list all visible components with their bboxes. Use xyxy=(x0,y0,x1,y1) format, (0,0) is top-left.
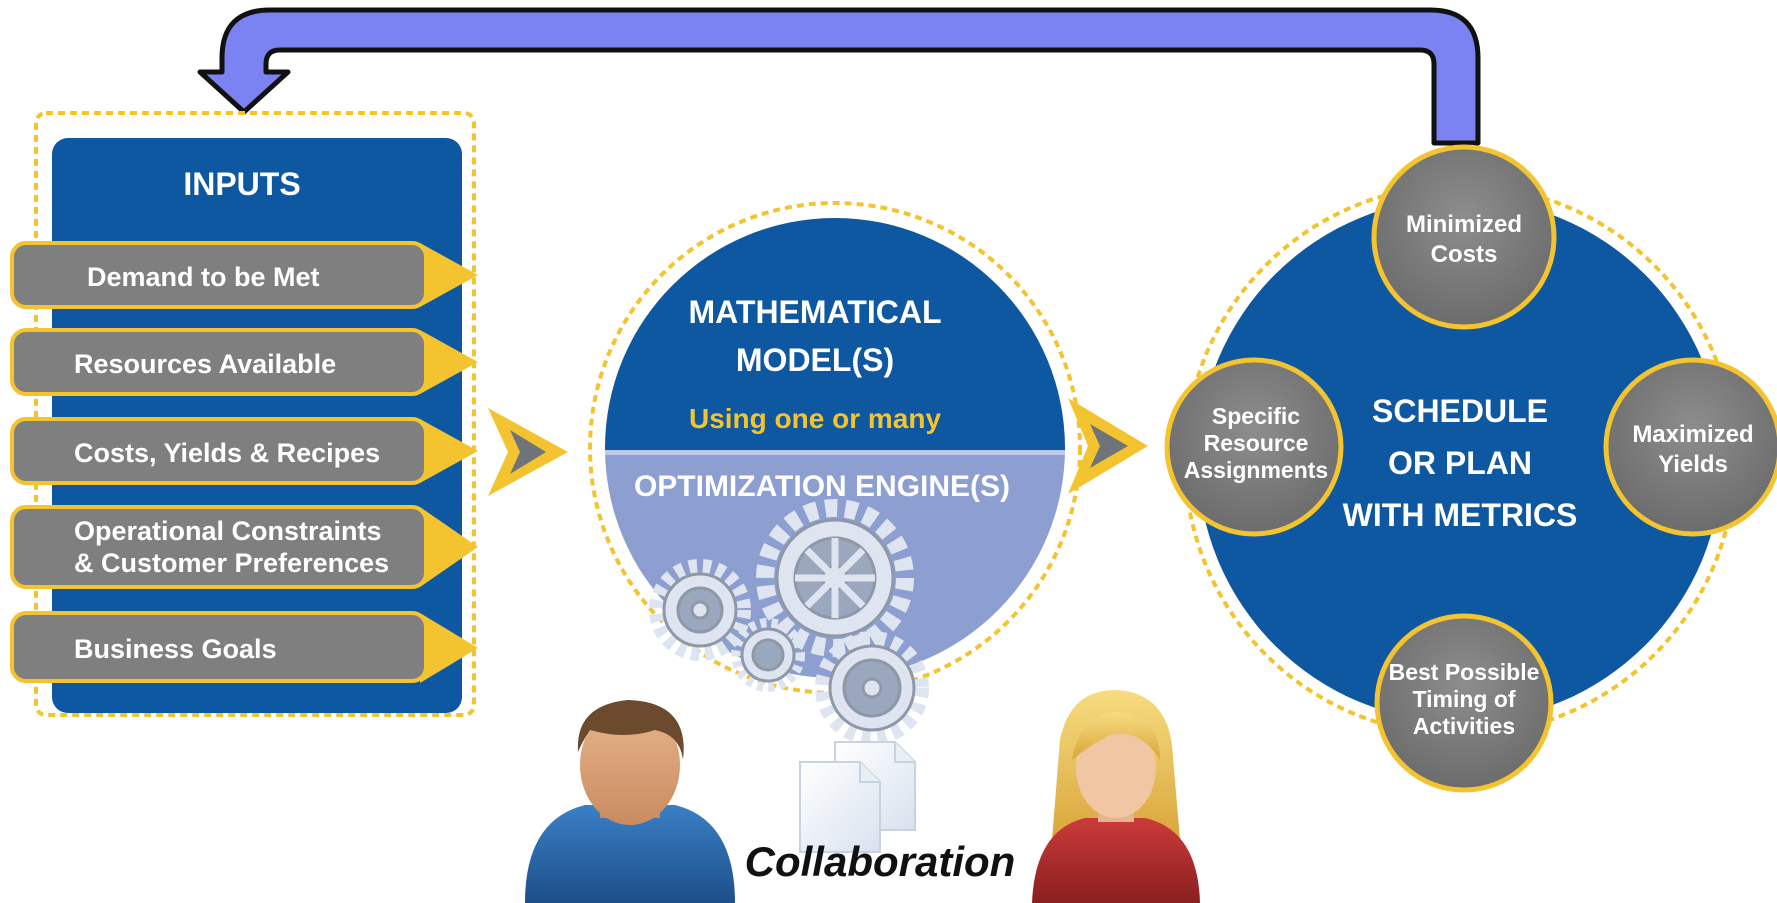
input-arrow-costs xyxy=(10,417,478,485)
schedule-circle xyxy=(1198,198,1722,722)
metric-top-line2: Costs xyxy=(1431,241,1498,268)
metric-left-line3: Assignments xyxy=(1184,457,1328,483)
metric-minimized-costs xyxy=(1371,144,1557,330)
input-goals-label: Business Goals xyxy=(74,634,277,664)
input-arrow-resources xyxy=(10,328,478,396)
male-user-icon xyxy=(525,700,735,903)
metric-top-line1: Minimized xyxy=(1406,211,1522,238)
input-arrow-constraints xyxy=(10,505,478,589)
engine-subtitle: Using one or many xyxy=(689,403,941,434)
metric-left-line1: Specific xyxy=(1212,403,1300,429)
input-costs-label: Costs, Yields & Recipes xyxy=(74,438,380,468)
female-user-icon xyxy=(1032,690,1200,903)
gears-icon xyxy=(649,499,929,745)
engine-title-line1: MATHEMATICAL xyxy=(689,294,942,330)
schedule-line3: WITH METRICS xyxy=(1343,497,1578,533)
input-resources-label: Resources Available xyxy=(74,349,336,379)
inputs-title: INPUTS xyxy=(183,166,300,202)
collaboration-label: Collaboration xyxy=(744,838,1016,885)
input-constraints-label-line2: & Customer Preferences xyxy=(74,548,389,578)
metric-right-line2: Yields xyxy=(1658,451,1728,478)
metric-bottom-line2: Timing of xyxy=(1412,686,1515,712)
input-arrow-goals xyxy=(10,611,478,683)
input-demand-label: Demand to be Met xyxy=(87,262,320,292)
metric-maximized-yields xyxy=(1603,357,1777,537)
schedule-line1: SCHEDULE xyxy=(1372,393,1548,429)
metric-resource-assignments xyxy=(1164,357,1344,537)
input-constraints-label: Operational Constraints xyxy=(74,516,382,546)
metric-bottom-line3: Activities xyxy=(1413,713,1515,739)
metric-bottom-line1: Best Possible xyxy=(1389,659,1540,685)
input-arrow-demand xyxy=(10,241,478,309)
engine-title-line3: OPTIMIZATION ENGINE(S) xyxy=(634,470,1010,503)
engine-title-line2: MODEL(S) xyxy=(736,342,894,378)
documents-icon xyxy=(799,741,916,853)
metric-best-timing xyxy=(1374,613,1554,793)
metric-right-line1: Maximized xyxy=(1632,421,1753,448)
schedule-line2: OR PLAN xyxy=(1388,445,1532,481)
metric-left-line2: Resource xyxy=(1204,430,1309,456)
